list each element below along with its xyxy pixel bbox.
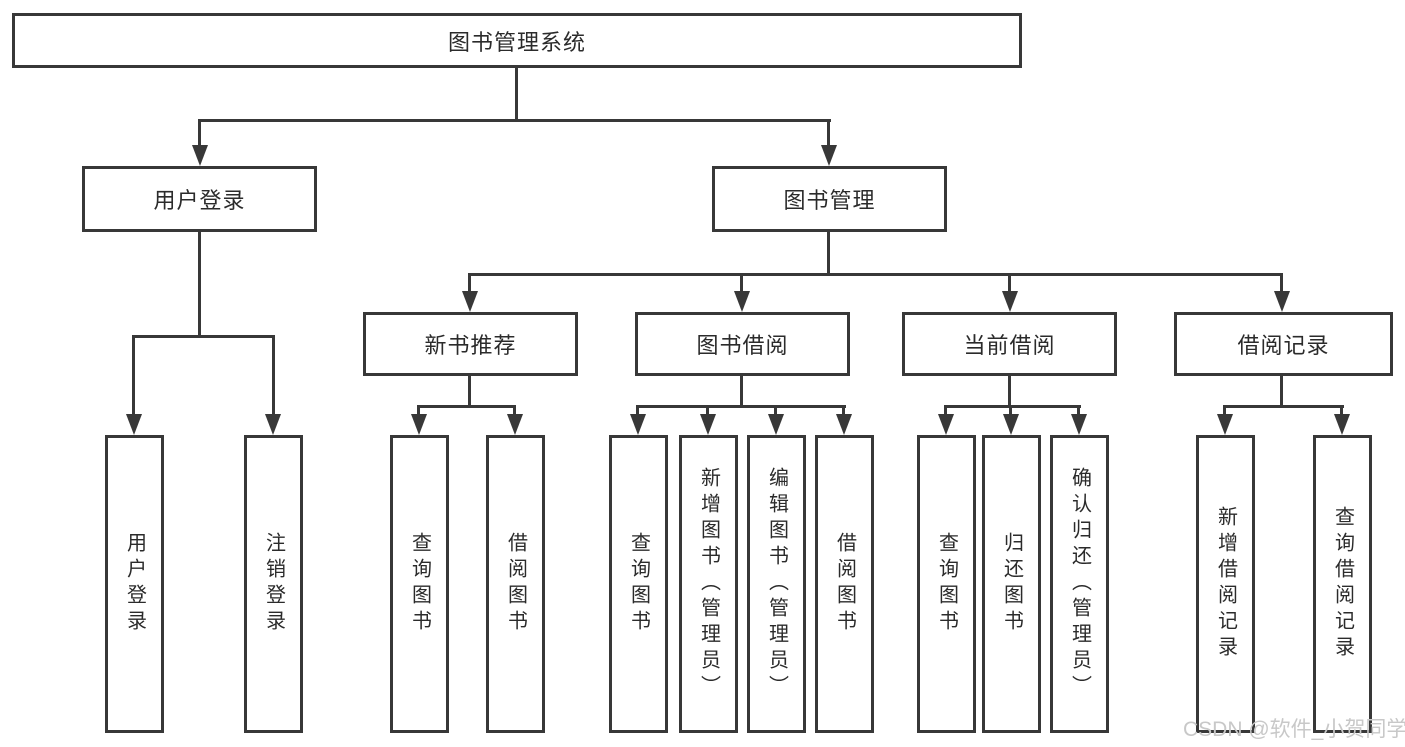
leaf-label: 编辑图书（管理员） — [765, 467, 788, 701]
arrow-down-icon — [126, 414, 142, 435]
leaf-add-borrow-record: 新增借阅记录 — [1196, 435, 1255, 733]
arrow-down-icon — [734, 291, 750, 312]
leaf-label: 查询图书 — [627, 532, 650, 636]
connector-line — [417, 405, 420, 417]
connector-line — [513, 405, 516, 417]
node-new-book-recommend: 新书推荐 — [363, 312, 578, 376]
node-label: 图书管理 — [783, 188, 876, 213]
arrow-down-icon — [1274, 291, 1290, 312]
connector-line — [132, 335, 275, 338]
connector-line — [1008, 273, 1011, 295]
arrow-down-icon — [1002, 291, 1018, 312]
leaf-query-books-recommend: 查询图书 — [390, 435, 449, 733]
leaf-label: 注销登录 — [262, 532, 285, 636]
arrow-down-icon — [768, 414, 784, 435]
connector-line — [1280, 376, 1283, 407]
connector-line — [944, 405, 947, 417]
arrow-down-icon — [630, 414, 646, 435]
arrow-down-icon — [1071, 414, 1087, 435]
arrow-down-icon — [1334, 414, 1350, 435]
leaf-borrow-books: 借阅图书 — [815, 435, 874, 733]
leaf-label: 确认归还（管理员） — [1068, 467, 1091, 701]
leaf-label: 查询借阅记录 — [1331, 506, 1354, 662]
arrow-down-icon — [938, 414, 954, 435]
node-label: 用户登录 — [153, 188, 246, 213]
arrow-down-icon — [192, 145, 208, 166]
connector-line — [468, 273, 1283, 276]
arrow-down-icon — [507, 414, 523, 435]
leaf-query-books-borrow: 查询图书 — [609, 435, 668, 733]
leaf-borrow-books-recommend: 借阅图书 — [486, 435, 545, 733]
arrow-down-icon — [1217, 414, 1233, 435]
leaf-logout: 注销登录 — [244, 435, 303, 733]
leaf-return-book: 归还图书 — [982, 435, 1041, 733]
leaf-user-login: 用户登录 — [105, 435, 164, 733]
connector-line — [636, 405, 846, 408]
arrow-down-icon — [411, 414, 427, 435]
connector-line — [1077, 405, 1080, 417]
arrow-down-icon — [836, 414, 852, 435]
connector-line — [706, 405, 709, 417]
node-label: 借阅记录 — [1237, 333, 1330, 358]
node-label: 图书借阅 — [696, 333, 789, 358]
node-book-management: 图书管理 — [712, 166, 947, 232]
connector-line — [740, 273, 743, 295]
connector-line — [1008, 376, 1011, 407]
connector-line — [944, 405, 1081, 408]
connector-line — [827, 232, 830, 275]
arrow-down-icon — [700, 414, 716, 435]
node-label: 当前借阅 — [963, 333, 1056, 358]
connector-line — [198, 119, 831, 122]
leaf-label: 用户登录 — [123, 532, 146, 636]
node-library-management-system: 图书管理系统 — [12, 13, 1022, 68]
watermark: CSDN @软件_小贺同学 — [1183, 718, 1405, 741]
leaf-query-borrow-record: 查询借阅记录 — [1313, 435, 1372, 733]
leaf-label: 查询图书 — [408, 532, 431, 636]
connector-line — [468, 376, 471, 407]
leaf-confirm-return-admin: 确认归还（管理员） — [1050, 435, 1109, 733]
node-user-login: 用户登录 — [82, 166, 317, 232]
connector-line — [827, 119, 830, 149]
node-borrow-records: 借阅记录 — [1174, 312, 1393, 376]
connector-line — [417, 405, 516, 408]
leaf-label: 新增借阅记录 — [1214, 506, 1237, 662]
leaf-add-book-admin: 新增图书（管理员） — [679, 435, 738, 733]
connector-line — [1280, 273, 1283, 295]
node-current-borrow: 当前借阅 — [902, 312, 1117, 376]
connector-line — [1223, 405, 1344, 408]
node-label: 图书管理系统 — [447, 29, 586, 55]
arrow-down-icon — [1003, 414, 1019, 435]
arrow-down-icon — [462, 291, 478, 312]
connector-line — [468, 273, 471, 295]
arrow-down-icon — [265, 414, 281, 435]
leaf-query-books-current: 查询图书 — [917, 435, 976, 733]
connector-line — [198, 119, 201, 149]
leaf-label: 借阅图书 — [833, 532, 856, 636]
node-book-borrow: 图书借阅 — [635, 312, 850, 376]
connector-line — [132, 335, 135, 418]
leaf-edit-book-admin: 编辑图书（管理员） — [747, 435, 806, 733]
connector-line — [774, 405, 777, 417]
connector-line — [1340, 405, 1343, 417]
connector-line — [740, 376, 743, 407]
leaf-label: 归还图书 — [1000, 532, 1023, 636]
node-label: 新书推荐 — [424, 333, 517, 358]
connector-line — [1223, 405, 1226, 417]
connector-line — [842, 405, 845, 417]
connector-line — [515, 68, 518, 121]
leaf-label: 查询图书 — [935, 532, 958, 636]
arrow-down-icon — [821, 145, 837, 166]
connector-line — [1009, 405, 1012, 417]
leaf-label: 新增图书（管理员） — [697, 467, 720, 701]
leaf-label: 借阅图书 — [504, 532, 527, 636]
connector-line — [272, 335, 275, 418]
connector-line — [636, 405, 639, 417]
connector-line — [198, 232, 201, 337]
